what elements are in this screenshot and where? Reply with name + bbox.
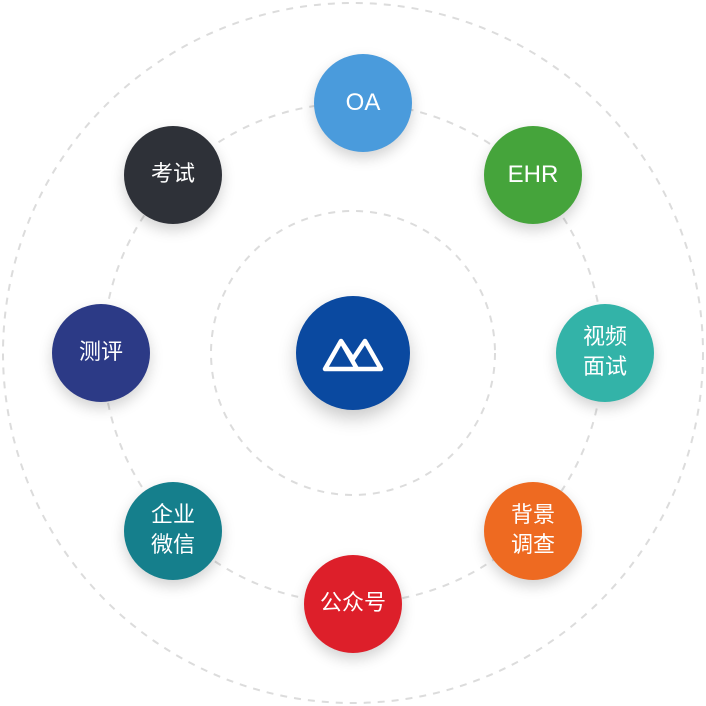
node-label: 视频面试 bbox=[582, 325, 627, 380]
node-label: 公众号 bbox=[319, 591, 386, 617]
node-label: 测评 bbox=[78, 340, 123, 366]
node-oa[interactable]: OA bbox=[314, 54, 412, 152]
node-video-interview[interactable]: 视频面试 bbox=[556, 304, 654, 402]
node-label: 考试 bbox=[150, 162, 195, 188]
node-ehr[interactable]: EHR bbox=[484, 126, 582, 224]
brand-mountain-logo-icon bbox=[322, 338, 384, 372]
node-label: 背景调查 bbox=[510, 503, 555, 558]
node-background-check[interactable]: 背景调查 bbox=[484, 482, 582, 580]
node-label: OA bbox=[345, 88, 381, 116]
node-official-account[interactable]: 公众号 bbox=[304, 555, 402, 653]
node-label: 企业微信 bbox=[150, 503, 195, 558]
node-label: EHR bbox=[507, 160, 559, 188]
node-enterprise-wechat[interactable]: 企业微信 bbox=[124, 482, 222, 580]
center-hub[interactable] bbox=[296, 296, 410, 410]
inner-orbit-ring bbox=[210, 210, 496, 496]
node-assessment[interactable]: 测评 bbox=[52, 304, 150, 402]
node-exam[interactable]: 考试 bbox=[124, 126, 222, 224]
